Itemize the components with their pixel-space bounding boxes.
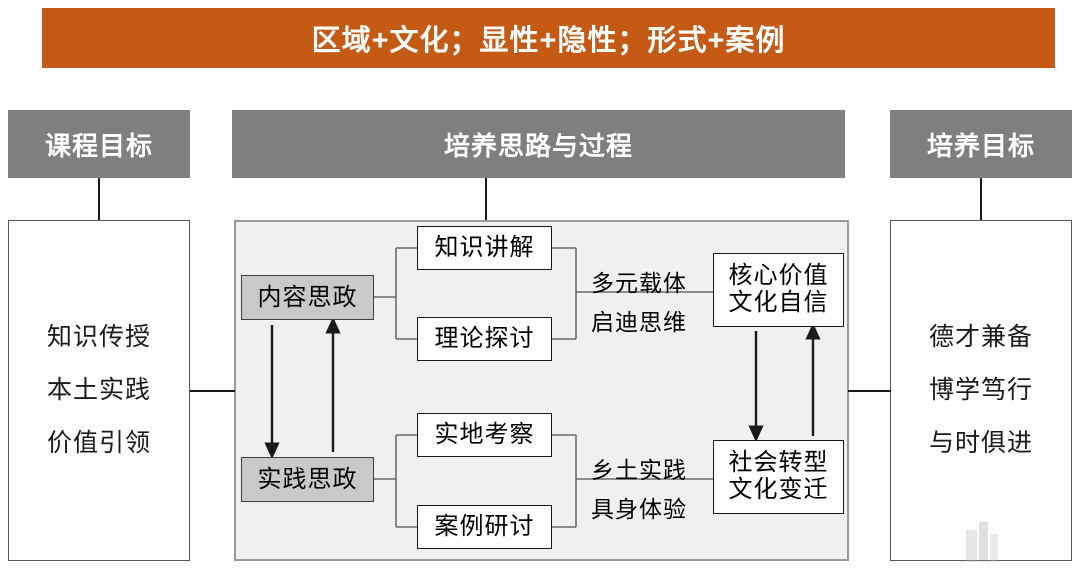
- caption-inspire-thinking: 启迪思维: [591, 309, 687, 335]
- node-theory-discussion[interactable]: 理论探讨: [417, 317, 552, 361]
- node-field-study[interactable]: 实地考察: [417, 413, 552, 457]
- node-social-transformation[interactable]: 社会转型 文化变迁: [713, 440, 844, 514]
- watermark-logo-icon: [966, 522, 998, 562]
- connector-right-header-stem: [980, 178, 982, 220]
- node-knowledge-lecture[interactable]: 知识讲解: [417, 226, 552, 270]
- node-core-values-line1: 核心价值: [728, 262, 829, 290]
- course-goals-box: 知识传授 本土实践 价值引领: [8, 220, 190, 561]
- node-case-seminar[interactable]: 案例研讨: [417, 505, 552, 549]
- course-goal-item-2: 本土实践: [46, 376, 151, 404]
- header-training-goals: 培养目标: [890, 110, 1072, 178]
- course-goal-item-1: 知识传授: [46, 323, 151, 351]
- caption-rural-practice: 乡土实践: [591, 457, 687, 483]
- caption-multi-carrier: 多元载体: [591, 270, 687, 296]
- header-training-process: 培养思路与过程: [232, 110, 845, 178]
- connector-left-to-panel: [190, 390, 235, 392]
- training-goal-item-1: 德才兼备: [928, 323, 1033, 351]
- course-goal-item-3: 价值引领: [46, 429, 151, 457]
- caption-embodied-experience: 具身体验: [591, 496, 687, 522]
- connector-panel-to-right: [848, 390, 891, 392]
- title-banner: 区域+文化；显性+隐性；形式+案例: [42, 8, 1055, 68]
- node-core-values-line2: 文化自信: [728, 289, 829, 316]
- node-social-transformation-line1: 社会转型: [728, 449, 829, 477]
- connector-center-header-stem: [485, 178, 487, 220]
- training-goals-box: 德才兼备 博学笃行 与时俱进: [890, 220, 1072, 561]
- training-goal-item-2: 博学笃行: [928, 376, 1033, 404]
- node-social-transformation-line2: 文化变迁: [728, 476, 829, 503]
- header-course-goals: 课程目标: [8, 110, 190, 178]
- training-goal-item-3: 与时俱进: [928, 429, 1033, 457]
- node-content-ideology[interactable]: 内容思政: [241, 275, 374, 320]
- node-core-values[interactable]: 核心价值 文化自信: [713, 253, 844, 327]
- connector-left-header-stem: [98, 178, 100, 220]
- node-practice-ideology[interactable]: 实践思政: [241, 457, 374, 502]
